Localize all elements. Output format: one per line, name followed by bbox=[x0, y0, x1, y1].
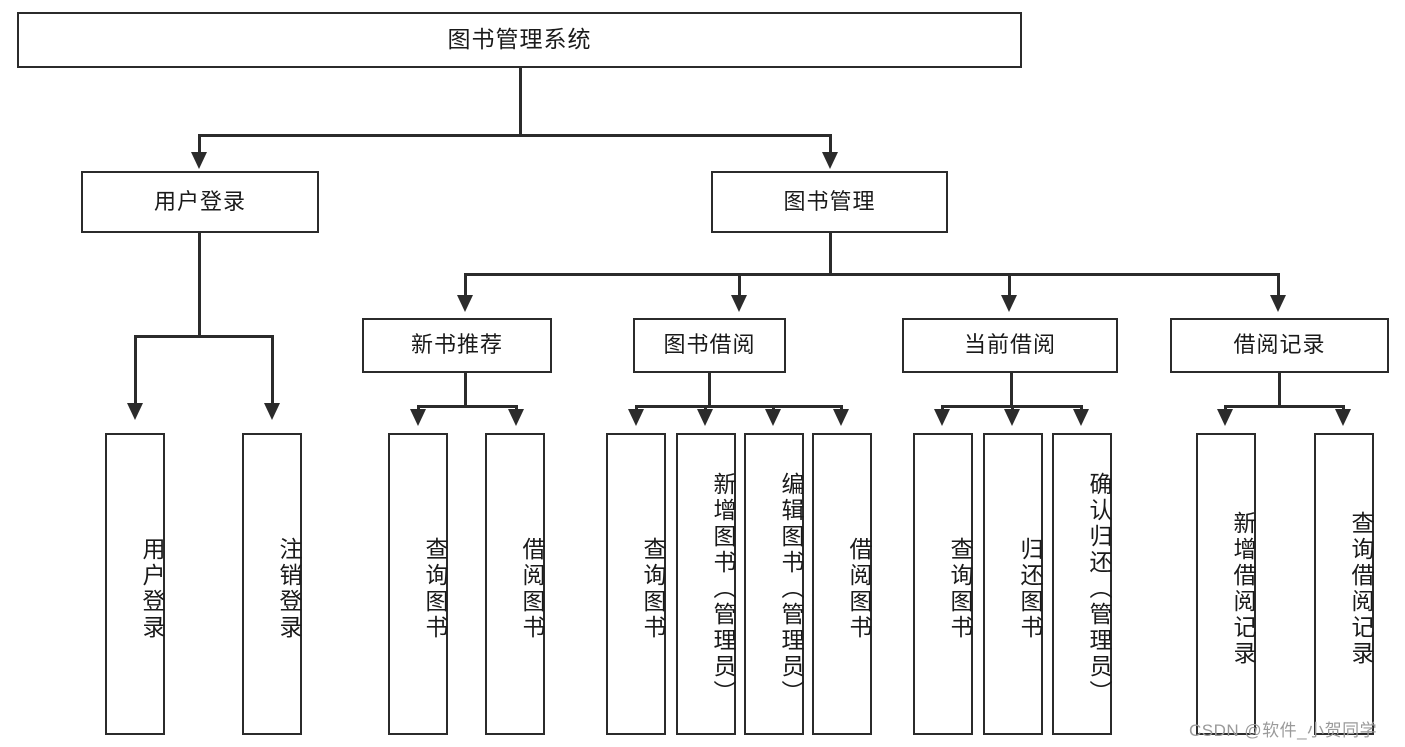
node-new-book-recommend[interactable]: 新书推荐 bbox=[362, 318, 552, 373]
leaf-current-borrow-return-book[interactable]: 归还图书 bbox=[983, 433, 1043, 735]
leaf-borrow-record-add-record[interactable]: 新增借阅记录 bbox=[1196, 433, 1256, 735]
node-label: 查询图书 bbox=[422, 537, 448, 641]
node-label: 归还图书 bbox=[1017, 537, 1043, 641]
edge-book-management-split-bar bbox=[464, 273, 1280, 276]
node-label: 确认归还（管理员） bbox=[1086, 472, 1112, 706]
edge-borrow-record-leaf-2 bbox=[1342, 405, 1345, 411]
arrow-user-login-leaf-1 bbox=[127, 403, 143, 420]
node-label: 新增图书（管理员） bbox=[710, 472, 736, 706]
edge-to-book-borrow bbox=[738, 273, 741, 297]
edge-to-current-borrow bbox=[1008, 273, 1011, 297]
edge-current-borrow-leaf-3 bbox=[1080, 405, 1083, 411]
node-book-borrow[interactable]: 图书借阅 bbox=[633, 318, 786, 373]
node-label: 编辑图书（管理员） bbox=[778, 472, 804, 706]
node-label: 图书管理 bbox=[783, 188, 876, 214]
edge-borrow-record-leaf-1 bbox=[1224, 405, 1227, 411]
edge-current-borrow-leaf-1 bbox=[941, 405, 944, 411]
edge-book-management-down bbox=[829, 233, 832, 275]
edge-current-borrow-leaf-2 bbox=[1011, 405, 1014, 411]
node-label: 新书推荐 bbox=[410, 332, 503, 358]
leaf-book-borrow-add-book[interactable]: 新增图书（管理员） bbox=[676, 433, 736, 735]
node-label: 新增借阅记录 bbox=[1230, 511, 1256, 667]
edge-new-book-split-bar bbox=[417, 405, 518, 408]
node-label: 用户登录 bbox=[153, 188, 246, 214]
arrow-to-current-borrow bbox=[1001, 295, 1017, 312]
leaf-current-borrow-confirm-return[interactable]: 确认归还（管理员） bbox=[1052, 433, 1112, 735]
leaf-user-login-logout[interactable]: 注销登录 bbox=[242, 433, 302, 735]
edge-user-login-leaf-2 bbox=[271, 335, 274, 405]
edge-new-book-down bbox=[464, 373, 467, 407]
edge-book-borrow-leaf-4 bbox=[840, 405, 843, 411]
node-current-borrow[interactable]: 当前借阅 bbox=[902, 318, 1118, 373]
arrow-to-book-borrow bbox=[731, 295, 747, 312]
node-book-management[interactable]: 图书管理 bbox=[711, 171, 948, 233]
edge-user-login-down bbox=[198, 233, 201, 336]
node-borrow-record[interactable]: 借阅记录 bbox=[1170, 318, 1389, 373]
leaf-current-borrow-query-book[interactable]: 查询图书 bbox=[913, 433, 973, 735]
arrow-new-book-leaf-2 bbox=[508, 409, 524, 426]
edge-book-borrow-leaf-1 bbox=[635, 405, 638, 411]
node-label: 查询图书 bbox=[640, 537, 666, 641]
arrow-to-user-login bbox=[191, 152, 207, 169]
edge-to-book-management bbox=[829, 134, 832, 154]
node-root-book-management-system[interactable]: 图书管理系统 bbox=[17, 12, 1022, 68]
arrow-current-borrow-leaf-2 bbox=[1004, 409, 1020, 426]
arrow-borrow-record-leaf-2 bbox=[1335, 409, 1351, 426]
edge-book-borrow-leaf-2 bbox=[704, 405, 707, 411]
arrow-book-borrow-leaf-1 bbox=[628, 409, 644, 426]
node-label: 查询借阅记录 bbox=[1348, 511, 1374, 667]
leaf-book-borrow-query-book[interactable]: 查询图书 bbox=[606, 433, 666, 735]
node-label: 当前借阅 bbox=[963, 332, 1056, 358]
leaf-book-borrow-edit-book[interactable]: 编辑图书（管理员） bbox=[744, 433, 804, 735]
node-user-login[interactable]: 用户登录 bbox=[81, 171, 319, 233]
edge-book-borrow-split-bar bbox=[635, 405, 842, 408]
node-label: 借阅图书 bbox=[519, 537, 545, 641]
edge-borrow-record-down bbox=[1278, 373, 1281, 407]
arrow-new-book-leaf-1 bbox=[410, 409, 426, 426]
edge-root-down bbox=[519, 68, 522, 135]
node-label: 注销登录 bbox=[276, 537, 302, 641]
node-label: 图书借阅 bbox=[663, 332, 756, 358]
edge-root-split-bar bbox=[198, 134, 831, 137]
node-label: 图书管理系统 bbox=[447, 26, 592, 53]
node-label: 借阅图书 bbox=[846, 537, 872, 641]
node-label: 用户登录 bbox=[139, 537, 165, 641]
arrow-to-new-book bbox=[457, 295, 473, 312]
edge-new-book-leaf-2 bbox=[515, 405, 518, 411]
leaf-user-login-login[interactable]: 用户登录 bbox=[105, 433, 165, 735]
arrow-book-borrow-leaf-2 bbox=[697, 409, 713, 426]
arrow-user-login-leaf-2 bbox=[264, 403, 280, 420]
leaf-new-book-query-book[interactable]: 查询图书 bbox=[388, 433, 448, 735]
arrow-current-borrow-leaf-3 bbox=[1073, 409, 1089, 426]
node-label: 借阅记录 bbox=[1233, 332, 1326, 358]
edge-user-login-split-bar bbox=[134, 335, 273, 338]
leaf-borrow-record-query-record[interactable]: 查询借阅记录 bbox=[1314, 433, 1374, 735]
arrow-book-borrow-leaf-3 bbox=[765, 409, 781, 426]
edge-book-borrow-down bbox=[708, 373, 711, 407]
node-label: 查询图书 bbox=[947, 537, 973, 641]
arrow-to-borrow-record bbox=[1270, 295, 1286, 312]
edge-current-borrow-down bbox=[1010, 373, 1013, 407]
edge-borrow-record-split-bar bbox=[1224, 405, 1344, 408]
edge-new-book-leaf-1 bbox=[417, 405, 420, 411]
edge-book-borrow-leaf-3 bbox=[772, 405, 775, 411]
arrow-to-book-management bbox=[822, 152, 838, 169]
edge-to-borrow-record bbox=[1277, 273, 1280, 297]
arrow-book-borrow-leaf-4 bbox=[833, 409, 849, 426]
edge-user-login-leaf-1 bbox=[134, 335, 137, 405]
arrow-borrow-record-leaf-1 bbox=[1217, 409, 1233, 426]
watermark: CSDN @软件_小贺同学 bbox=[1189, 721, 1378, 740]
leaf-new-book-borrow-book[interactable]: 借阅图书 bbox=[485, 433, 545, 735]
edge-to-new-book bbox=[464, 273, 467, 297]
arrow-current-borrow-leaf-1 bbox=[934, 409, 950, 426]
leaf-book-borrow-borrow-book[interactable]: 借阅图书 bbox=[812, 433, 872, 735]
edge-to-user-login bbox=[198, 134, 201, 154]
